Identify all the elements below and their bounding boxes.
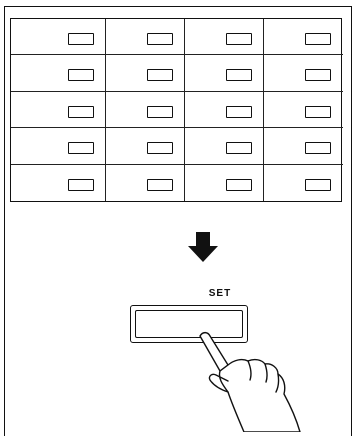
- set-button[interactable]: [130, 305, 248, 343]
- set-button-face: [135, 310, 243, 338]
- set-label: SET: [180, 288, 260, 299]
